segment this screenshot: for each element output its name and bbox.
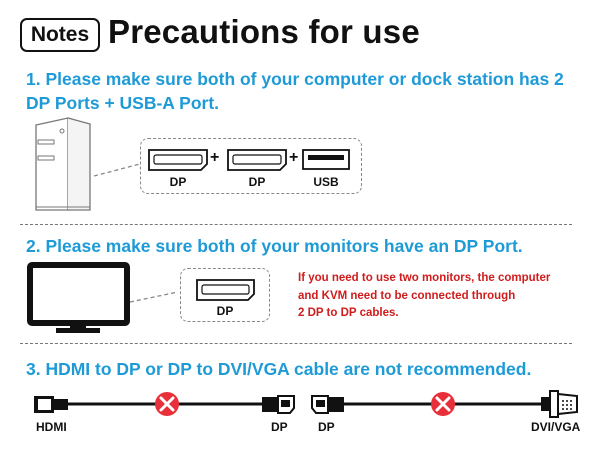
notes-badge: Notes (20, 18, 100, 52)
connector-line-2 (129, 291, 179, 303)
step-2-port-group (180, 268, 270, 322)
step-1-text: 1. Please make sure both of your compute… (26, 69, 564, 113)
step-1-port-group (140, 138, 362, 194)
cable-label-dp: DP (271, 420, 288, 434)
connector-line-1 (93, 163, 141, 177)
cable-label-hdmi: HDMI (36, 420, 67, 434)
cable-label-dp: DP (318, 420, 335, 434)
computer-tower-icon (35, 117, 91, 211)
not-recommended-x-icon (155, 392, 179, 416)
port-label-dp: DP (248, 175, 266, 189)
step-2-text: 2. Please make sure both of your monitor… (26, 236, 523, 256)
warning-line: If you need to use two monitors, the com… (298, 272, 551, 284)
port-label-dp: DP (216, 304, 234, 318)
warning-line: and KVM need to be connected through (298, 289, 516, 302)
step-3-text: 3. HDMI to DP or DP to DVI/VGA cable are… (26, 359, 532, 379)
section-divider (20, 224, 572, 225)
dp-port-icon (227, 149, 287, 171)
dp-port-icon (196, 279, 255, 301)
dp-connector-icon (311, 395, 344, 414)
plus-sign: + (289, 149, 299, 166)
warning-note: If you need to use two monitors, the com… (298, 270, 578, 323)
port-label-dp: DP (169, 175, 187, 189)
hdmi-connector-icon (34, 396, 68, 413)
usb-port-icon (302, 149, 350, 170)
port-label-usb: USB (313, 175, 339, 189)
dp-connector-icon (262, 395, 295, 414)
dp-port-icon (148, 149, 208, 171)
cable-label-dvi-vga: DVI/VGA (531, 420, 581, 434)
plus-sign: + (210, 149, 220, 166)
page-title: Precautions for use (108, 13, 420, 50)
monitor-icon (27, 262, 130, 333)
dvi-vga-connector-icon (541, 390, 578, 418)
section-divider (20, 343, 572, 344)
not-recommended-x-icon (431, 392, 455, 416)
warning-line: 2 DP to DP cables. (298, 307, 399, 319)
